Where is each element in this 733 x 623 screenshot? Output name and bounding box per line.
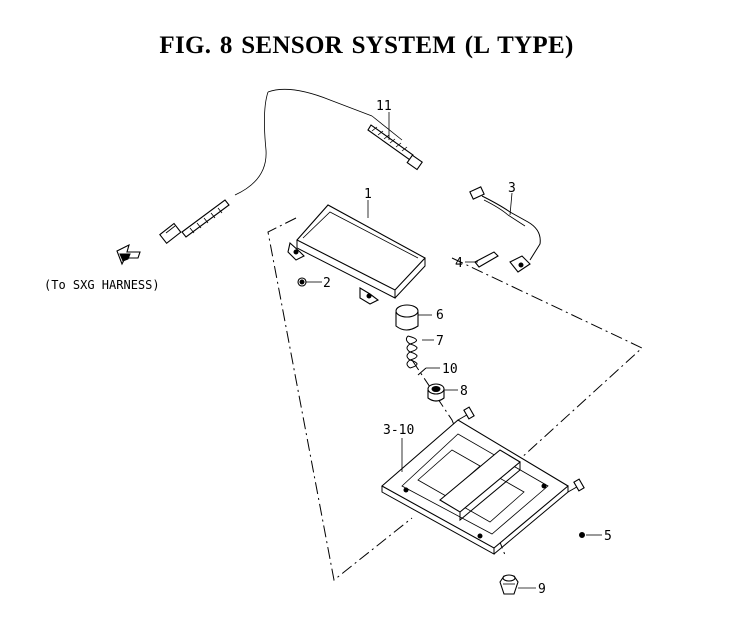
callout-3-10: 3-10: [383, 423, 414, 438]
part-1-cover: [287, 204, 426, 305]
assembly-phantom-lines: [234, 88, 643, 581]
part-4-pin: [474, 251, 499, 268]
callout-8: 8: [460, 384, 468, 399]
callout-1: 1: [364, 187, 372, 202]
part-5-screw: [579, 532, 585, 538]
callout-4: 4: [455, 256, 463, 271]
callout-3: 3: [508, 181, 516, 196]
part-3-10-base-plate: [381, 406, 585, 555]
callout-9: 9: [538, 582, 546, 597]
callout-5: 5: [604, 529, 612, 544]
part-10-pin: [417, 367, 427, 376]
leader-lines: [306, 112, 602, 589]
part-3-sensor: [469, 186, 541, 273]
part-8-bushing: [427, 383, 445, 402]
callout-2: 2: [323, 276, 331, 291]
callout-7: 7: [436, 334, 444, 349]
part-11-harness-cable: [159, 115, 423, 245]
harness-note: (To SXG HARNESS): [44, 278, 160, 292]
figure-title: FIG. 8 SENSOR SYSTEM (L TYPE): [159, 32, 574, 59]
callout-6: 6: [436, 308, 444, 323]
callout-10: 10: [442, 362, 458, 377]
part-6-cap: [395, 304, 419, 331]
harness-arrow-icon: [116, 243, 141, 266]
part-9-knob: [499, 574, 519, 595]
part-7-spring: [405, 335, 418, 369]
callout-11: 11: [376, 99, 392, 114]
part-2-screw: [297, 277, 307, 287]
